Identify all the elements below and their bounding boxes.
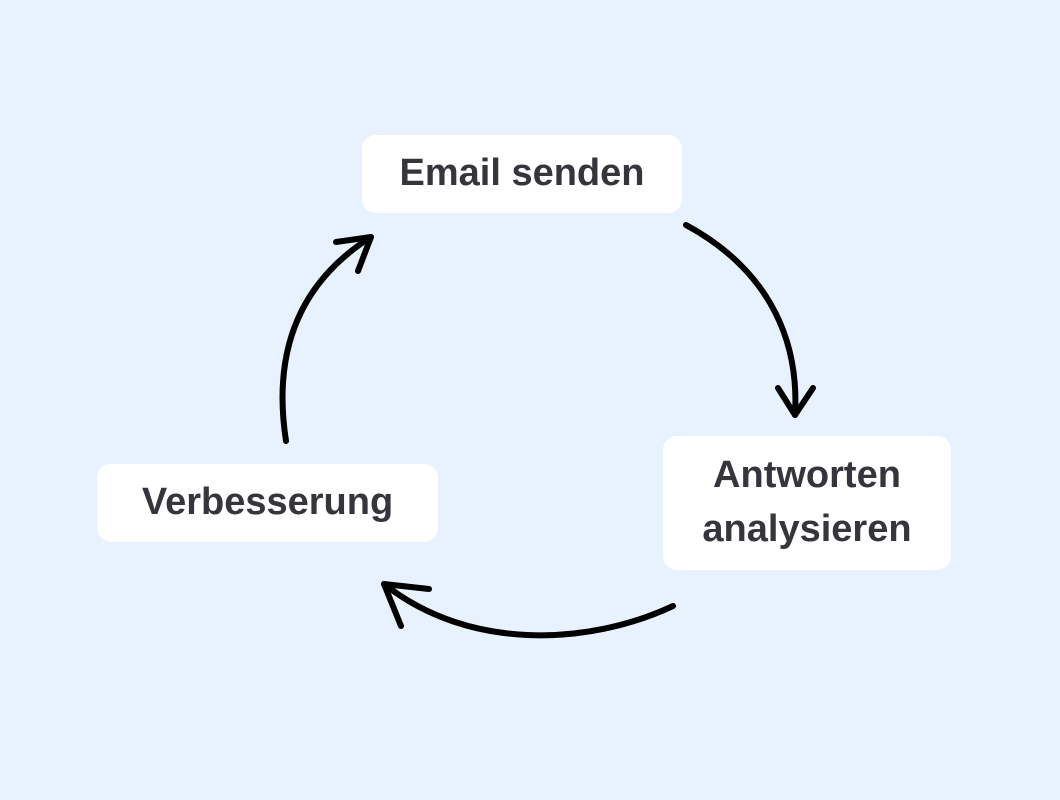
node-email-senden-label: Email senden <box>399 152 645 195</box>
node-verbesserung: Verbesserung <box>97 464 438 542</box>
arrow-verbesserung-to-email <box>279 234 374 444</box>
arrow-email-to-analyse <box>683 222 816 418</box>
node-verbesserung-label: Verbesserung <box>141 481 394 524</box>
node-antworten-analysieren: Antworten analysieren <box>663 436 951 570</box>
arrow-analyse-to-verbesserung <box>381 581 676 639</box>
node-email-senden: Email senden <box>362 135 682 213</box>
node-antworten-analysieren-line1: Antworten <box>713 454 901 497</box>
node-antworten-analysieren-line2: analysieren <box>702 508 912 550</box>
